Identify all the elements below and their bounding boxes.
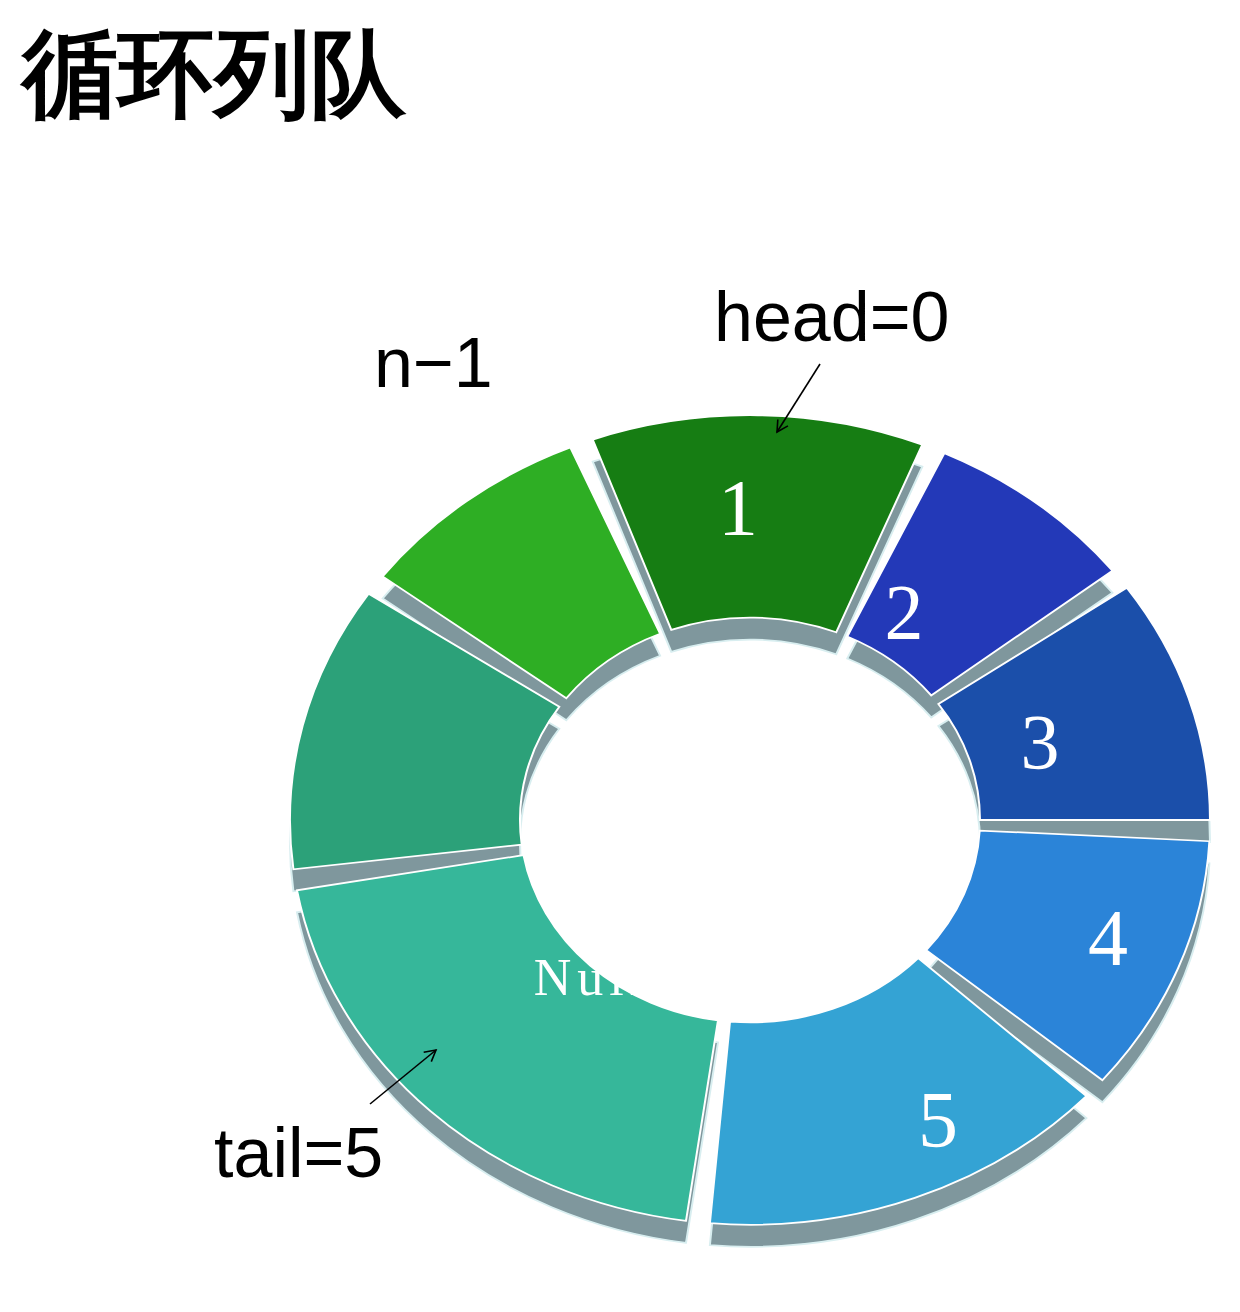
slot-value: 1: [718, 468, 758, 548]
slot-value: Null: [534, 952, 650, 1004]
queue-slot-label: Null: [526, 948, 658, 1008]
queue-slot: [710, 958, 1087, 1225]
queue-slot-label: 3: [1013, 699, 1068, 785]
queue-slot-label: 2: [877, 569, 932, 655]
pointer-label: tail=5: [214, 1118, 383, 1188]
slot-value: 2: [885, 573, 924, 651]
title: 循环列队: [22, 26, 406, 122]
queue-slot-label: 4: [1080, 894, 1136, 982]
slot-value: 4: [1088, 898, 1128, 978]
leader-arrow: [370, 1050, 436, 1104]
pointer-label: n−1: [374, 328, 493, 398]
pointer-label: head=0: [714, 282, 950, 352]
queue-slot: [938, 588, 1210, 820]
leader-arrow: [777, 364, 820, 432]
slot-value: 3: [1021, 703, 1060, 781]
slot-value: 5: [918, 1080, 958, 1160]
queue-slot: [383, 447, 661, 698]
queue-slot-label: 5: [910, 1076, 966, 1164]
queue-slot-label: 1: [710, 464, 766, 552]
